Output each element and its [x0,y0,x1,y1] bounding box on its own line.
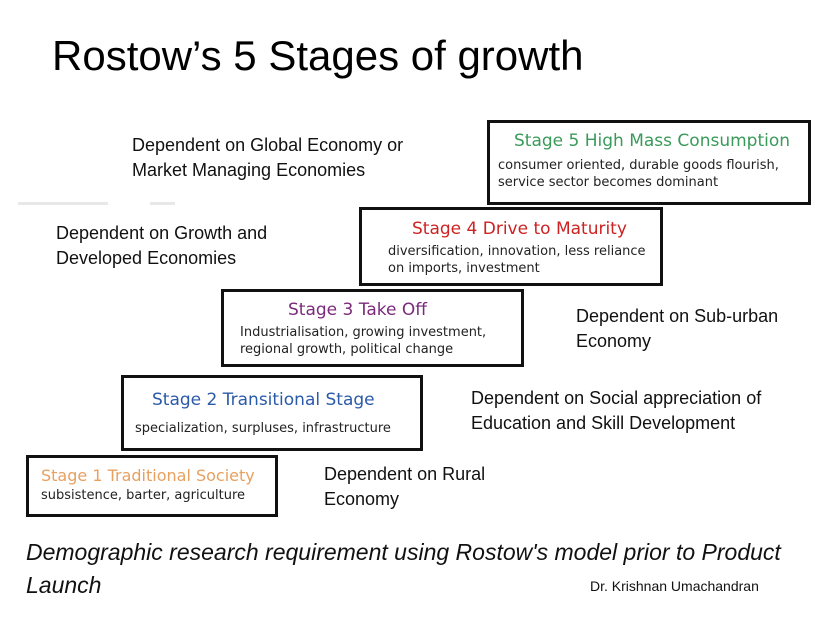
stage-3-desc: Industrialisation, growing investment, r… [240,325,487,357]
dependency-stage-2: Dependent on Social appreciation of Educ… [471,388,762,433]
stage-2-title: Stage 2 Transitional Stage [152,390,375,410]
dependency-stage-5: Dependent on Global Economy or Market Ma… [132,135,404,180]
faint-line [18,202,108,205]
stage-4-title: Stage 4 Drive to Maturity [412,219,627,239]
footer-caption: Demographic research requirement using R… [26,539,781,598]
stage-5-desc: consumer oriented, durable goods flouris… [498,158,779,190]
author-credit: Dr. Krishnan Umachandran [590,578,759,594]
stage-1-title: Stage 1 Traditional Society [41,466,255,485]
stage-4-box: Stage 4 Drive to Maturity diversificatio… [359,207,663,286]
stage-3-title: Stage 3 Take Off [288,300,427,320]
stage-4-desc: diversification, innovation, less relian… [388,244,646,276]
stage-1-box: Stage 1 Traditional Society subsistence,… [26,455,278,517]
stage-2-box: Stage 2 Transitional Stage specializatio… [121,375,423,451]
page-title: Rostow’s 5 Stages of growth [52,32,584,79]
stage-1-desc: subsistence, barter, agriculture [41,488,246,503]
stage-5-title: Stage 5 High Mass Consumption [514,131,791,151]
faint-line [150,202,175,205]
stage-5-box: Stage 5 High Mass Consumption consumer o… [487,120,811,205]
dependency-stage-1: Dependent on Rural Economy [324,464,486,509]
dependency-stage-3: Dependent on Sub-urban Economy [576,306,779,351]
stage-2-desc: specialization, surpluses, infrastructur… [135,421,391,436]
stage-3-box: Stage 3 Take Off Industrialisation, grow… [221,289,524,367]
dependency-stage-4: Dependent on Growth and Developed Econom… [56,223,268,268]
